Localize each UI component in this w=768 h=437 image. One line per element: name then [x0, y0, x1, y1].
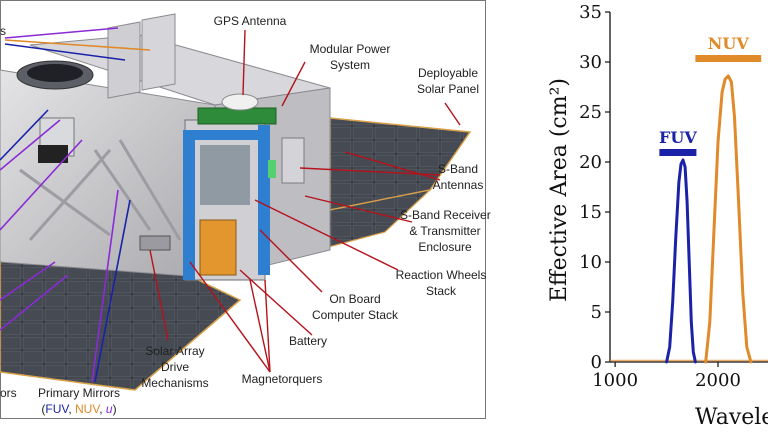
y-tick-label: 15 — [579, 202, 602, 223]
mirrors-sep-1: , — [68, 402, 75, 416]
y-tick-label: 35 — [579, 2, 602, 23]
label-left-cut-top: s — [0, 24, 6, 38]
band-bar-fuv — [659, 149, 697, 156]
band-label-fuv: FUV — [659, 128, 697, 147]
mirrors-sep-2: , — [99, 402, 106, 416]
label-primary-mirrors-bands: (FUV, NUV, u) — [24, 402, 134, 416]
label-magnetorquers: Magnetorquers — [241, 372, 323, 386]
chart-series-group — [610, 74, 768, 364]
mirrors-nuv: NUV — [74, 402, 100, 416]
label-reaction-wheels-2: Stack — [425, 284, 456, 298]
vertical-panel-right — [141, 13, 176, 91]
y-axis-label: Effective Area (cm²) — [547, 78, 572, 302]
sada-mechanism — [139, 235, 171, 251]
label-sband-antennas-2: Antennas — [432, 178, 484, 192]
spacecraft-diagram: s GPS Antenna Modular Power System Deplo… — [0, 0, 491, 419]
y-tick-label: 5 — [591, 302, 602, 323]
label-sband-rx-1: S-Band Receiver — [400, 208, 491, 222]
magnetorquer-frame-right — [258, 125, 270, 275]
chart-axes — [609, 12, 768, 363]
magnetorquer-frame-left — [183, 130, 195, 280]
effective-area-chart: FUV NUV 0 5 10 15 20 25 30 35 1000 2000 Effective … — [500, 0, 768, 432]
chart-bands-group: FUV NUV — [659, 34, 762, 156]
label-sband-rx-2: & Transmitter — [409, 224, 481, 238]
magnetorquer-frame-top — [183, 130, 270, 140]
detector-block — [38, 145, 68, 163]
label-sada-1: Solar Array — [145, 344, 205, 358]
label-solar-panel-1: Deployable — [417, 66, 479, 80]
label-solar-panel-2: Solar Panel — [416, 82, 480, 96]
label-sband-rx-3: Enclosure — [418, 240, 472, 254]
gps-antenna-dish — [221, 93, 259, 111]
label-sada-3: Mechanisms — [141, 376, 209, 390]
band-bar-nuv — [695, 55, 762, 62]
sband-enclosure — [281, 137, 305, 184]
mirrors-close-paren: ) — [112, 402, 117, 416]
leader-lines — [149, 29, 461, 341]
magnetorquer-leaders — [189, 261, 271, 373]
band-label-nuv: NUV — [708, 34, 750, 53]
y-tick-label: 20 — [579, 152, 602, 173]
x-tick-label: 2000 — [695, 370, 741, 391]
series-line-1 — [704, 74, 753, 364]
obc-stack — [200, 145, 250, 205]
y-tick-label: 10 — [579, 252, 602, 273]
y-tick-label: 0 — [591, 352, 602, 373]
battery-block — [199, 219, 237, 276]
y-tick-label: 25 — [579, 102, 602, 123]
label-modular-power-1: Modular Power — [309, 42, 391, 56]
label-sband-antennas-1: S-Band — [437, 162, 479, 176]
series-line-0 — [665, 158, 697, 364]
label-modular-power-2: System — [329, 58, 370, 72]
spacecraft-illustration — [0, 0, 486, 419]
x-axis-label: Wavelength — [695, 405, 768, 430]
sband-antenna-patch — [268, 160, 276, 178]
effective-area-plot: FUV NUV 0 5 10 15 20 25 30 35 1000 2000 Effective … — [547, 2, 768, 430]
y-tick-label: 30 — [579, 52, 602, 73]
mirrors-u: u — [105, 402, 113, 416]
label-obc-1: On Board — [329, 292, 381, 306]
x-tick-label: 1000 — [592, 370, 638, 391]
mirrors-open-paren: ( — [41, 402, 46, 416]
label-gps-antenna: GPS Antenna — [213, 14, 287, 28]
label-left-cut-bottom: ors — [0, 386, 17, 400]
bus-front-face — [0, 69, 216, 279]
truss-struts — [19, 139, 182, 241]
label-battery: Battery — [288, 334, 327, 348]
chart-ticks-group: 0 5 10 15 20 25 30 35 1000 2000 — [579, 2, 741, 391]
label-sada-2: Drive — [160, 360, 189, 374]
mirror-leaders — [0, 27, 151, 383]
label-reaction-wheels-1: Reaction Wheels — [395, 268, 487, 282]
label-obc-2: Computer Stack — [311, 308, 399, 322]
mirrors-fuv: FUV — [45, 402, 69, 416]
label-primary-mirrors: Primary Mirrors — [38, 386, 120, 400]
